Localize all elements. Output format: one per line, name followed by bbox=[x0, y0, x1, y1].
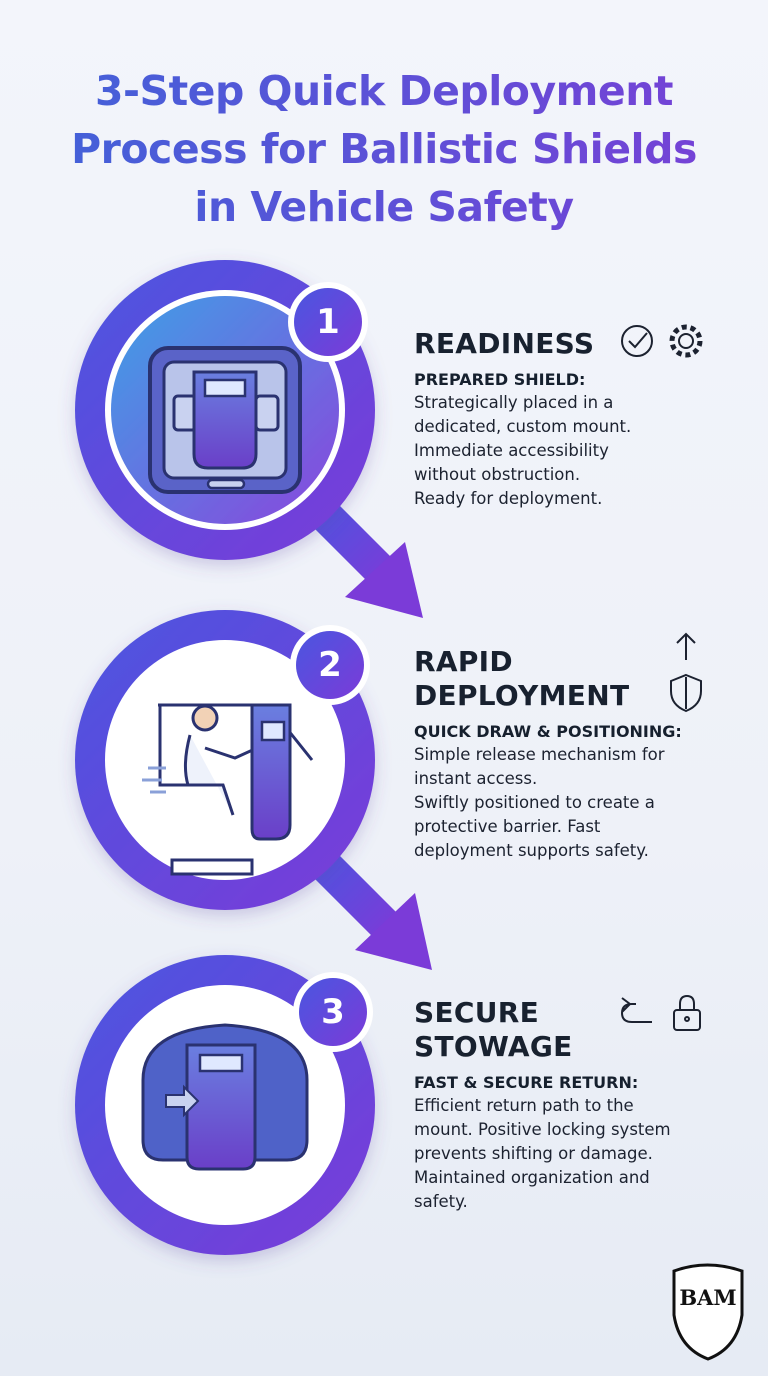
page-title: 3-Step Quick Deployment Process for Ball… bbox=[0, 62, 768, 236]
step-body-line: safety. bbox=[414, 1192, 468, 1211]
step-heading: RAPID bbox=[414, 645, 513, 678]
step-body-line: instant access. bbox=[414, 769, 538, 788]
step-body-line: Ready for deployment. bbox=[414, 489, 603, 508]
step-3-text: SECURE STOWAGE FAST & SECURE RETURN: Eff… bbox=[414, 996, 754, 1214]
step-heading: SECURE bbox=[414, 996, 540, 1029]
title-line: in Vehicle Safety bbox=[0, 178, 768, 236]
step-1-number: 1 bbox=[316, 302, 340, 342]
step-3-badge bbox=[293, 972, 373, 1052]
step-subheading: PREPARED SHIELD: bbox=[414, 370, 586, 389]
gear-icon bbox=[669, 324, 703, 358]
step-body-line: Efficient return path to the bbox=[414, 1096, 634, 1115]
step-body-line: deployment supports safety. bbox=[414, 841, 649, 860]
shield-icon bbox=[670, 673, 702, 713]
step-body-line: prevents shifting or damage. bbox=[414, 1144, 653, 1163]
lock-icon bbox=[673, 994, 701, 1031]
step-2-number: 2 bbox=[318, 645, 342, 685]
step-1-text: READINESS PREPARED SHIELD: Strategically… bbox=[414, 327, 754, 511]
return-arrow-icon bbox=[620, 997, 652, 1023]
step-1-badge bbox=[288, 282, 368, 362]
step-2-text: RAPID DEPLOYMENT QUICK DRAW & POSITIONIN… bbox=[414, 645, 754, 863]
step-body-line: Swiftly positioned to create a bbox=[414, 793, 655, 812]
step-heading: DEPLOYMENT bbox=[414, 679, 630, 712]
step-body-line: mount. Positive locking system bbox=[414, 1120, 671, 1139]
step-2-badge bbox=[290, 625, 370, 705]
svg-text:BAM: BAM bbox=[679, 1285, 736, 1310]
title-line: 3-Step Quick Deployment bbox=[0, 62, 768, 120]
stowed-shield-icon bbox=[141, 1023, 309, 1171]
step-3-number: 3 bbox=[321, 992, 345, 1032]
step-body-line: dedicated, custom mount. bbox=[414, 417, 632, 436]
bam-logo: BAM bbox=[672, 1263, 744, 1361]
step-subheading: FAST & SECURE RETURN: bbox=[414, 1073, 639, 1092]
step-heading: STOWAGE bbox=[414, 1030, 573, 1063]
driver-deploying-shield-icon bbox=[142, 703, 314, 876]
title-line: Process for Ballistic Shields bbox=[0, 120, 768, 178]
step-heading: READINESS bbox=[414, 327, 595, 360]
step-body-line: Maintained organization and bbox=[414, 1168, 650, 1187]
step-body-line: Immediate accessibility bbox=[414, 441, 609, 460]
check-circle-icon bbox=[621, 325, 653, 357]
step-subheading: QUICK DRAW & POSITIONING: bbox=[414, 722, 682, 741]
step-body-line: Simple release mechanism for bbox=[414, 745, 665, 764]
step-body-line: protective barrier. Fast bbox=[414, 817, 601, 836]
mounted-shield-icon bbox=[148, 346, 302, 494]
step-body-line: without obstruction. bbox=[414, 465, 581, 484]
arrow-up-icon bbox=[676, 632, 696, 660]
step-body-line: Strategically placed in a bbox=[414, 393, 614, 412]
